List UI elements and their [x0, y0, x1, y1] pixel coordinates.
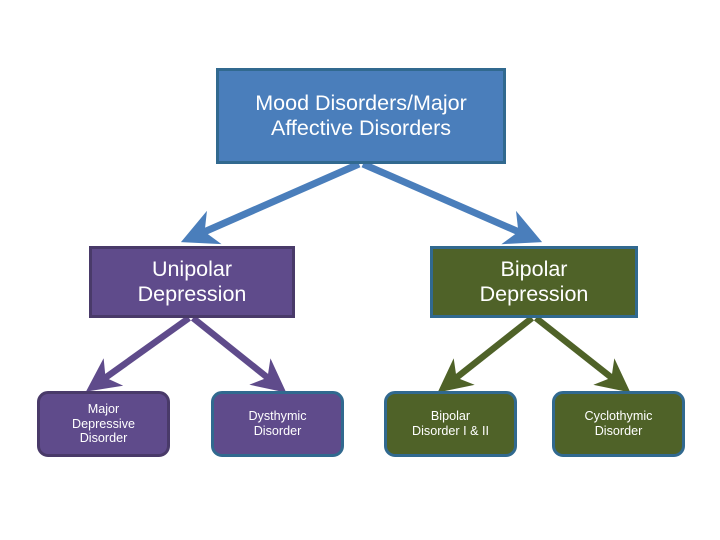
node-major-depressive-disorder: Major Depressive Disorder	[37, 391, 170, 457]
node-root-label: Mood Disorders/Major Affective Disorders	[255, 91, 467, 140]
node-unipolar-depression: Unipolar Depression	[89, 246, 295, 318]
edge-root-to-bipolar	[361, 160, 543, 245]
edge-unipolar-to-dysthymic	[190, 315, 287, 393]
node-bp12-label: Bipolar Disorder I & II	[412, 409, 489, 438]
edge-unipolar-to-mdd	[85, 315, 191, 392]
node-bipolar-label: Bipolar Depression	[479, 257, 589, 306]
node-unipolar-label: Unipolar Depression	[137, 257, 247, 306]
node-dysthymic-label: Dysthymic Disorder	[248, 409, 307, 438]
edge-bipolar-to-cyclothymic	[533, 315, 631, 393]
edge-bipolar-to-bp12	[437, 315, 535, 393]
node-cyclothymic-label: Cyclothymic Disorder	[584, 409, 653, 438]
node-mdd-label: Major Depressive Disorder	[72, 402, 135, 446]
node-cyclothymic-disorder: Cyclothymic Disorder	[552, 391, 685, 457]
node-bipolar-disorder-i-ii: Bipolar Disorder I & II	[384, 391, 517, 457]
node-mood-disorders-root: Mood Disorders/Major Affective Disorders	[216, 68, 506, 164]
node-bipolar-depression: Bipolar Depression	[430, 246, 638, 318]
edge-root-to-unipolar	[180, 160, 361, 245]
node-dysthymic-disorder: Dysthymic Disorder	[211, 391, 344, 457]
